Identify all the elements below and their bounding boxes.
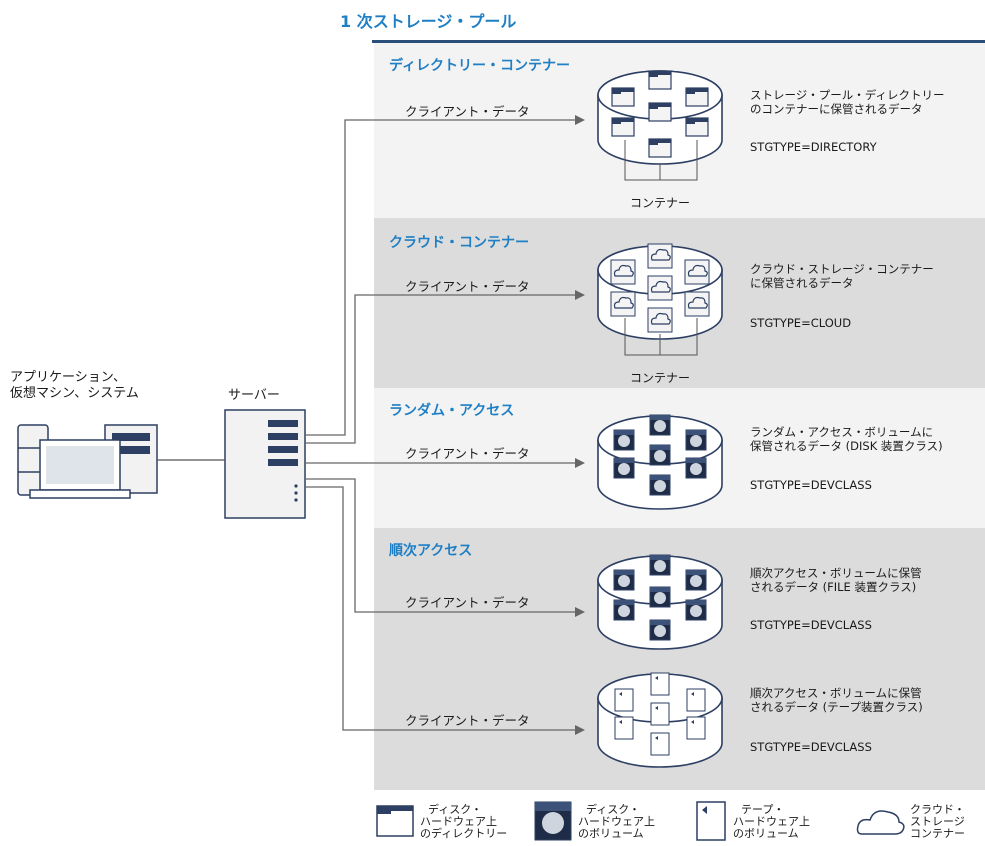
legend-item-tape-volume: テープ・ ハードウェア上 のボリューム xyxy=(733,804,810,840)
section-title-random-access: ランダム・アクセス xyxy=(389,403,515,419)
description-line2: 保管されるデータ (DISK 装置クラス) xyxy=(750,439,943,453)
description-line2: されるデータ (FILE 装置クラス) xyxy=(750,580,917,594)
legend-item-disk-volume: ディスク・ ハードウェア上 のボリューム xyxy=(578,804,655,840)
section-title-directory-container: ディレクトリー・コンテナー xyxy=(389,58,571,74)
legend-line1: テープ・ xyxy=(741,803,785,816)
pool-top-rule xyxy=(372,40,985,43)
client-data-label: クライアント・データ xyxy=(405,713,530,728)
client-data-label: クライアント・データ xyxy=(405,595,530,610)
container-label: コンテナー xyxy=(630,196,691,210)
pool-title: 1 次ストレージ・プール xyxy=(340,12,517,31)
legend-line2: ストレージ xyxy=(910,815,965,828)
application-label-line1: アプリケーション、 xyxy=(10,370,126,385)
legend-item-directory: ディスク・ ハードウェア上 のディレクトリー xyxy=(420,804,507,840)
application-label-line2: 仮想マシン、システム xyxy=(10,386,139,401)
client-data-label: クライアント・データ xyxy=(405,279,530,294)
server-icon xyxy=(224,409,306,519)
description-line1: クラウド・ストレージ・コンテナー xyxy=(750,262,934,276)
legend-line1: ディスク・ xyxy=(428,803,483,816)
stgtype-label: STGTYPE=DEVCLASS xyxy=(750,618,872,632)
section-description: 順次アクセス・ボリュームに保管 されるデータ (FILE 装置クラス) xyxy=(750,566,922,594)
legend-line3: のボリューム xyxy=(733,827,799,840)
stgtype-label: STGTYPE=DEVCLASS xyxy=(750,740,872,754)
section-title-sequential-access: 順次アクセス xyxy=(389,543,473,559)
legend-line1: ディスク・ xyxy=(586,803,641,816)
legend-folder-icon xyxy=(376,805,414,837)
legend-line2: ハードウェア上 xyxy=(733,815,810,828)
sequential-file-pool-icon xyxy=(597,554,723,650)
description-line1: 順次アクセス・ボリュームに保管 xyxy=(750,686,922,700)
application-vm-system-label: アプリケーション、 仮想マシン、システム xyxy=(10,370,139,402)
random-access-pool-icon xyxy=(597,414,723,510)
legend-item-cloud-container: クラウド・ ストレージ コンテナー xyxy=(910,804,965,840)
section-description: 順次アクセス・ボリュームに保管 されるデータ (テープ装置クラス) xyxy=(750,686,923,714)
stgtype-label: STGTYPE=DEVCLASS xyxy=(750,478,872,492)
description-line2: に保管されるデータ xyxy=(750,276,854,290)
directory-container-pool-icon xyxy=(597,70,723,181)
data-flow-lines xyxy=(305,119,575,731)
description-line1: ストレージ・プール・ディレクトリー xyxy=(750,88,945,102)
description-line1: 順次アクセス・ボリュームに保管 xyxy=(750,566,922,580)
client-data-label: クライアント・データ xyxy=(405,446,530,461)
legend-cloud-icon xyxy=(856,810,905,835)
legend-disk-volume-icon xyxy=(534,801,572,841)
stgtype-label: STGTYPE=CLOUD xyxy=(750,316,852,330)
section-description: クラウド・ストレージ・コンテナー に保管されるデータ xyxy=(750,262,934,290)
legend-line2: ハードウェア上 xyxy=(420,815,497,828)
legend-line3: のボリューム xyxy=(578,827,644,840)
stgtype-label: STGTYPE=DIRECTORY xyxy=(750,140,877,154)
legend-line3: コンテナー xyxy=(910,827,965,840)
container-label: コンテナー xyxy=(630,371,691,385)
section-description: ランダム・アクセス・ボリュームに 保管されるデータ (DISK 装置クラス) xyxy=(750,425,943,453)
client-data-label: クライアント・データ xyxy=(405,104,530,119)
sequential-tape-pool-icon xyxy=(597,672,723,768)
legend-tape-volume-icon xyxy=(696,801,726,841)
section-title-cloud-container: クラウド・コンテナー xyxy=(389,235,529,251)
description-line2: のコンテナーに保管されるデータ xyxy=(750,102,923,116)
application-vm-system-icon xyxy=(17,424,158,499)
section-description: ストレージ・プール・ディレクトリー のコンテナーに保管されるデータ xyxy=(750,88,944,116)
server-label: サーバー xyxy=(228,388,280,403)
legend-line2: ハードウェア上 xyxy=(578,815,655,828)
description-line1: ランダム・アクセス・ボリュームに xyxy=(750,425,934,439)
legend-line1: クラウド・ xyxy=(910,803,965,816)
cloud-container-pool-icon xyxy=(597,243,723,356)
description-line2: されるデータ (テープ装置クラス) xyxy=(750,700,923,714)
data-flow-arrowheads xyxy=(575,115,585,735)
legend-line3: のディレクトリー xyxy=(420,827,508,840)
